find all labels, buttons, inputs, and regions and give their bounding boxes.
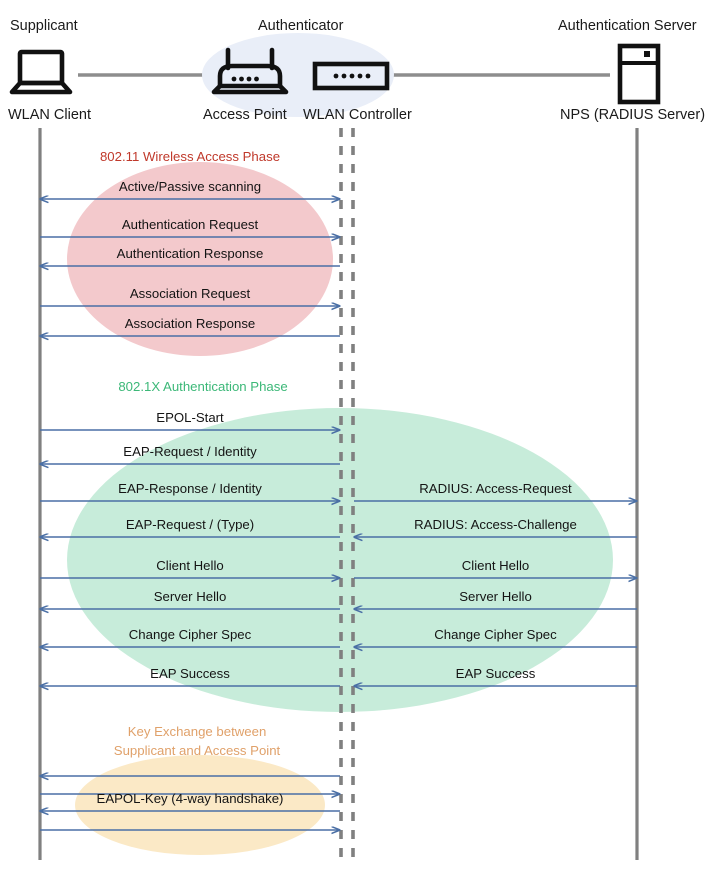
actor-role-supplicant: Supplicant xyxy=(10,18,78,34)
authenticator-highlight xyxy=(202,33,394,117)
actor-device-wlan-client: WLAN Client xyxy=(8,107,91,123)
lifelines xyxy=(38,128,639,860)
arrows-authenticator-to-server xyxy=(354,501,637,686)
message-right-label: Change Cipher Spec xyxy=(434,627,557,642)
actor-role-authenticator: Authenticator xyxy=(258,18,344,34)
phase-label-keyex: Key Exchange between Supplicant and Acce… xyxy=(114,722,280,760)
laptop-icon xyxy=(9,49,73,95)
actor-device-access-point: Access Point xyxy=(203,107,287,123)
message-right-label: EAP Success xyxy=(455,666,536,681)
server-icon xyxy=(617,43,661,105)
access-point-icon xyxy=(211,47,289,95)
message-left-label: Authentication Response xyxy=(116,246,264,261)
actor-device-wlan-controller: WLAN Controller xyxy=(303,107,412,123)
message-left-label: EPOL-Start xyxy=(156,410,224,425)
wlan-controller-icon xyxy=(312,61,390,91)
arrows-supplicant-to-authenticator xyxy=(40,199,340,830)
phase-label-keyex-line2: Supplicant and Access Point xyxy=(113,743,281,759)
message-left-label: Association Request xyxy=(129,286,251,301)
message-left-label: Client Hello xyxy=(156,558,224,573)
actor-role-authentication-server: Authentication Server xyxy=(558,18,697,34)
phase-label-dot1x: 802.1X Authentication Phase xyxy=(118,379,288,394)
phase-label-wireless: 802.11 Wireless Access Phase xyxy=(99,149,281,164)
message-right-label: RADIUS: Access-Challenge xyxy=(414,517,577,532)
message-left-label: EAP-Request / (Type) xyxy=(125,517,255,532)
message-left-label: Change Cipher Spec xyxy=(128,627,252,642)
message-left-label: Association Response xyxy=(124,316,256,331)
message-right-label: Client Hello xyxy=(461,558,530,573)
message-left-label: Active/Passive scanning xyxy=(118,179,262,194)
message-left-label: EAP-Response / Identity xyxy=(118,481,262,496)
message-right-label: Server Hello xyxy=(459,589,532,604)
actor-device-nps-radius: NPS (RADIUS Server) xyxy=(560,107,706,123)
message-left-label: EAP Success xyxy=(150,666,230,681)
message-right-label: RADIUS: Access-Request xyxy=(419,481,572,496)
message-left-label: Authentication Request xyxy=(121,217,259,232)
message-left-label: EAP-Request / Identity xyxy=(123,444,257,459)
phase-label-keyex-line1: Key Exchange between xyxy=(127,724,267,739)
message-left-label: Server Hello xyxy=(153,589,227,604)
phase-ellipse-wireless xyxy=(67,162,333,356)
message-left-label: EAPOL-Key (4-way handshake) xyxy=(96,791,284,806)
